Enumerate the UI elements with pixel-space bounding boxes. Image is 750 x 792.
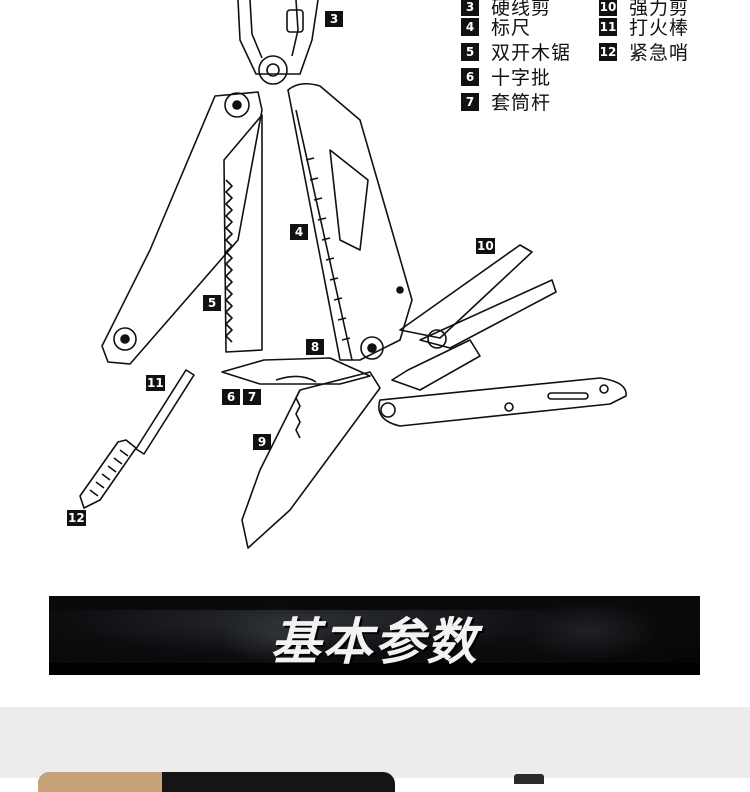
legend-item: 5 双开木锯 <box>461 38 571 65</box>
legend-item: 3 硬线剪 <box>461 0 551 20</box>
product-image-edge <box>514 774 544 784</box>
legend-number: 6 <box>461 67 479 86</box>
legend-number: 7 <box>461 92 479 111</box>
legend-number: 5 <box>461 42 479 61</box>
legend-text: 强力剪 <box>629 0 690 19</box>
legend-text: 十字批 <box>491 67 552 89</box>
legend-number: 3 <box>461 0 479 16</box>
callout-9: 9 <box>253 434 271 450</box>
legend-number: 10 <box>599 0 617 16</box>
legend-text: 标尺 <box>491 17 532 39</box>
callout-3: 3 <box>325 11 343 27</box>
callout-4: 4 <box>290 224 308 240</box>
banner-texture <box>219 606 339 666</box>
spec-tab-accent <box>38 772 162 792</box>
banner-texture <box>519 601 659 661</box>
legend-text: 打火棒 <box>629 17 690 39</box>
callout-7: 7 <box>243 389 261 405</box>
multitool-line-drawing <box>79 0 627 549</box>
legend-text: 双开木锯 <box>491 42 572 64</box>
legend-item: 6 十字批 <box>461 63 551 90</box>
section-title: 基本参数 <box>270 613 479 671</box>
spec-section-background <box>0 707 750 778</box>
callout-5: 5 <box>203 295 221 311</box>
spec-tab-bar <box>38 772 395 792</box>
legend-item: 11 打火棒 <box>599 13 689 40</box>
callout-10: 10 <box>476 238 495 254</box>
callout-11: 11 <box>146 375 165 391</box>
legend-number: 12 <box>599 42 617 61</box>
legend-item: 7 套筒杆 <box>461 88 551 115</box>
legend-item: 12 紧急哨 <box>599 38 689 65</box>
legend-text: 套筒杆 <box>491 92 552 114</box>
callout-8: 8 <box>306 339 324 355</box>
legend-number: 4 <box>461 17 479 36</box>
banner-bottom-strip <box>49 663 700 675</box>
multitool-diagram: 3 4 5 6 7 8 9 10 11 12 3 硬线剪 4 标尺 5 双开木锯… <box>67 0 689 549</box>
callout-6: 6 <box>222 389 240 405</box>
legend-text: 紧急哨 <box>629 42 690 64</box>
legend-item: 4 标尺 <box>461 13 531 40</box>
callout-12: 12 <box>67 510 86 526</box>
legend-number: 11 <box>599 17 617 36</box>
legend-item: 10 强力剪 <box>599 0 689 20</box>
section-banner: 基本参数 <box>49 596 700 675</box>
legend-text: 硬线剪 <box>491 0 552 19</box>
